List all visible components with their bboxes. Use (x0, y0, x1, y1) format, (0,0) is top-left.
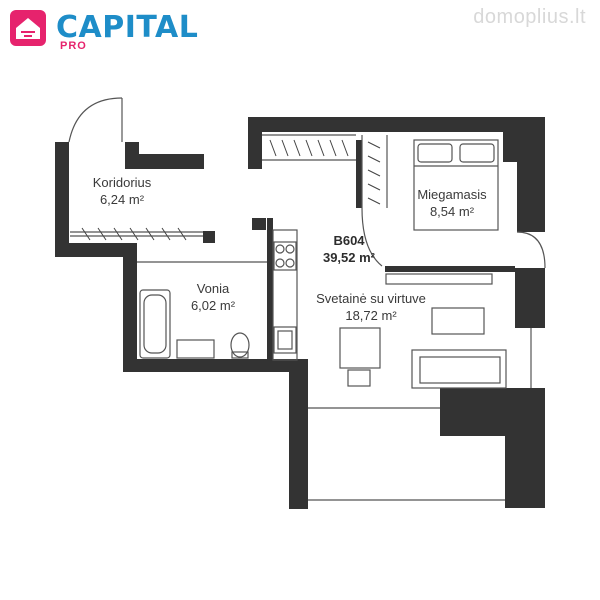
tv-stand (385, 273, 493, 285)
brand-logo: CAPITAL PRO (8, 6, 198, 54)
dining-table (339, 327, 381, 369)
brand-name: CAPITAL (56, 10, 199, 45)
bathtub (139, 289, 171, 359)
wall (55, 142, 69, 148)
wall (517, 117, 545, 232)
wall (515, 268, 545, 328)
sofa (411, 349, 507, 389)
kitchen-sink (273, 326, 297, 354)
brand-sub: PRO (60, 40, 87, 52)
bath-sink (176, 339, 215, 359)
coffee-table (431, 307, 485, 335)
wall (267, 218, 273, 363)
wall (505, 388, 545, 508)
watermark: domoplius.lt (473, 6, 586, 28)
wall (184, 154, 204, 169)
unit-code: B604 (333, 233, 365, 248)
room-label-koridorius: Koridorius 6,24 m² (72, 174, 172, 208)
room-name: Koridorius (92, 175, 152, 190)
wall (55, 243, 137, 257)
room-label-svetaine: Svetainė su virtuve 18,72 m² (296, 290, 446, 324)
toilet (230, 332, 250, 358)
wall (252, 218, 266, 230)
room-label-miegamasis: Miegamasis 8,54 m² (402, 186, 502, 220)
room-area: 6,02 m² (190, 298, 236, 313)
unit-label: B604 39,52 m² (309, 232, 389, 266)
door-swing (68, 97, 123, 143)
wall (125, 142, 139, 169)
room-area: 6,24 m² (99, 192, 145, 207)
wall (55, 142, 69, 252)
unit-total-area: 39,52 m² (322, 250, 376, 265)
stove (273, 241, 297, 271)
logo-house-icon (10, 10, 46, 46)
room-name: Svetainė su virtuve (316, 291, 426, 306)
room-name: Miegamasis (417, 187, 487, 202)
bed (413, 139, 499, 231)
wall (289, 359, 308, 509)
wall (248, 117, 262, 169)
wall (123, 243, 137, 371)
wall (356, 140, 362, 208)
wall (385, 266, 515, 272)
room-area: 18,72 m² (345, 308, 397, 323)
wall (123, 359, 308, 372)
door-swing (361, 207, 383, 267)
room-name: Vonia (196, 281, 230, 296)
wall (125, 154, 185, 169)
wall (248, 117, 518, 132)
room-area: 8,54 m² (429, 204, 475, 219)
door-swing (516, 231, 546, 269)
wall (203, 231, 215, 243)
room-label-vonia: Vonia 6,02 m² (168, 280, 258, 314)
kitchen-counter (272, 229, 298, 361)
